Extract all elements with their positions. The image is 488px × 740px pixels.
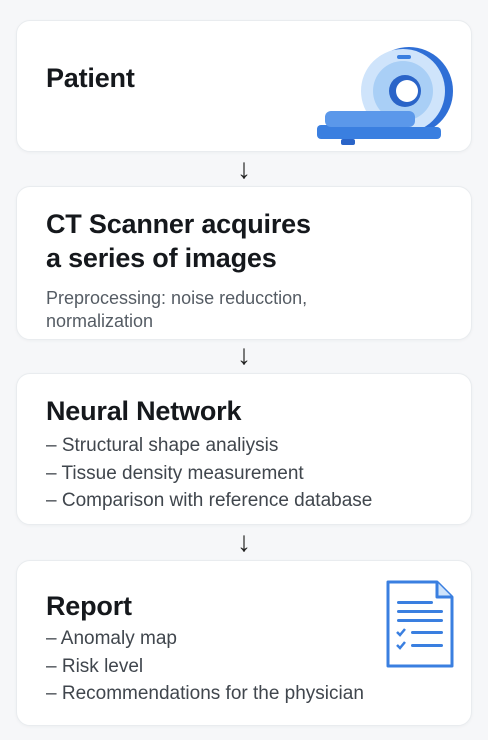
flow-arrow-3: ↓ xyxy=(237,526,251,557)
report-item: – Anomaly map xyxy=(46,628,177,649)
scanner-title-line2: a series of images xyxy=(46,243,277,273)
report-document-icon xyxy=(386,580,454,668)
report-card: Report – Anomaly map – Risk level – Reco… xyxy=(16,560,472,726)
network-item: – Structural shape analiysis xyxy=(46,435,279,456)
network-item: – Tissue density measurement xyxy=(46,463,304,484)
scanner-preprocessing-line1: Preprocessing: noise reducction, xyxy=(46,288,308,308)
patient-title: Patient xyxy=(46,63,135,93)
report-title: Report xyxy=(46,591,132,621)
neural-network-card: Neural Network – Structural shape analiy… xyxy=(16,373,472,525)
report-item: – Recommendations for the physician xyxy=(46,683,364,704)
flow-arrow-2: ↓ xyxy=(237,339,251,370)
report-item: – Risk level xyxy=(46,656,144,677)
ct-scanner-icon xyxy=(317,47,453,145)
ct-scanner-card: CT Scanner acquires a series of images P… xyxy=(16,186,472,340)
scanner-preprocessing-line2: normalization xyxy=(46,311,154,331)
scanner-title-line1: CT Scanner acquires xyxy=(46,209,311,239)
patient-card: Patient xyxy=(16,20,472,152)
flow-arrow-1: ↓ xyxy=(237,153,251,184)
network-title: Neural Network xyxy=(46,396,242,426)
network-item: – Comparison with reference database xyxy=(46,490,373,511)
